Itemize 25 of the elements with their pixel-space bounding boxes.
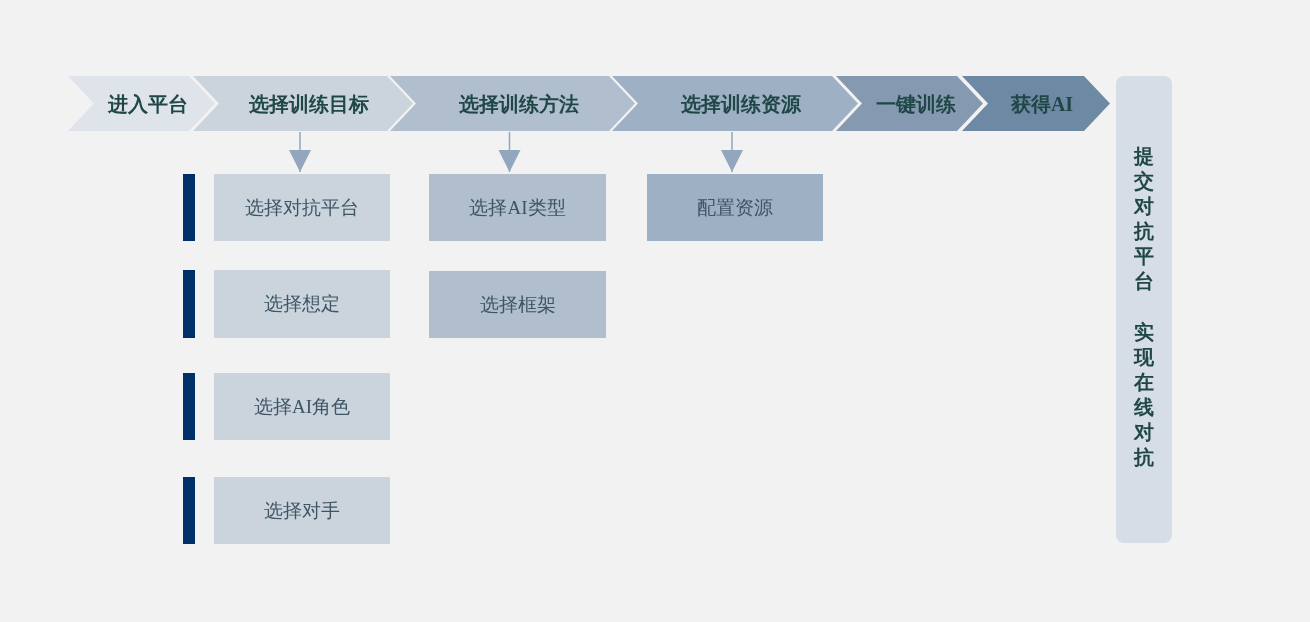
chevron-step [612,76,858,131]
step-box: 配置资源 [647,174,823,241]
chevron-step [68,76,215,131]
arrow [289,131,311,173]
step-box: 选择想定 [214,270,390,338]
chevron-step [962,76,1110,131]
step-box: 选择AI角色 [214,373,390,440]
step-label: 选择训练目标 [248,91,370,116]
step-box: 选择AI类型 [429,174,606,241]
step-box: 选择对抗平台 [214,174,390,241]
chevron-step [836,76,983,131]
side-panel [1116,76,1172,543]
arrow [721,131,743,173]
arrow [498,131,521,173]
chevron-step [390,76,635,131]
step-label: 进入平台 [106,91,189,117]
panel-text: 实现在线对抗 [1133,320,1155,470]
panel-text: 提交对抗平台 [1133,144,1155,294]
step-label: 获得AI [1009,91,1075,116]
step-box: 选择对手 [214,477,390,544]
step-label: 选择训练方法 [457,91,580,116]
step-label: 选择训练资源 [680,91,802,116]
chevron-step [193,76,413,131]
step-box: 选择框架 [429,271,606,338]
step-label: 一键训练 [874,91,957,116]
